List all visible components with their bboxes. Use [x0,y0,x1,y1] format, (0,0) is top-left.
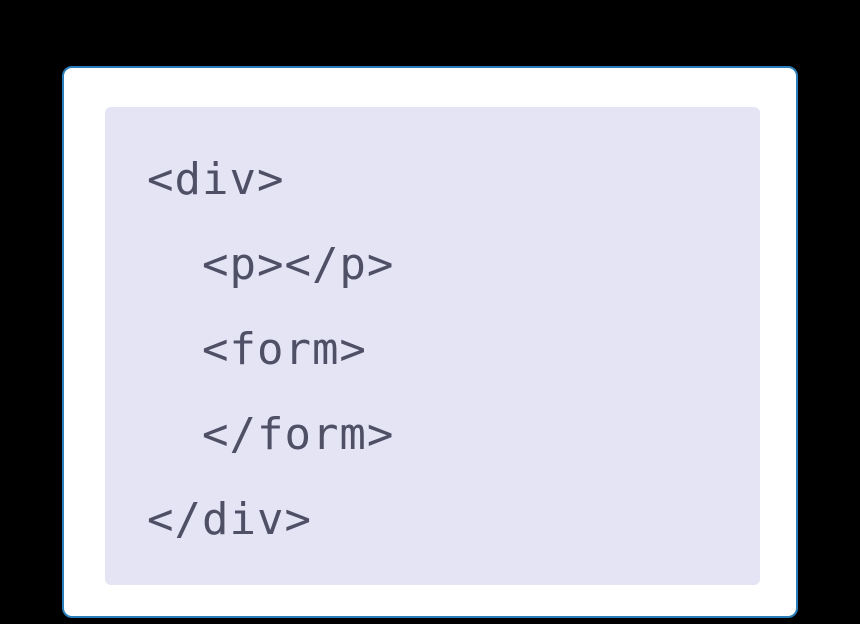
code-block: <div> <p></p> <form> </form> </div> [105,107,760,585]
code-line: </div> [147,494,312,545]
code-card: <div> <p></p> <form> </form> </div> [62,66,798,618]
code-line: <form> [147,324,367,375]
code-line: <p></p> [147,239,395,290]
code-line: <div> [147,154,285,205]
code-line: </form> [147,409,395,460]
